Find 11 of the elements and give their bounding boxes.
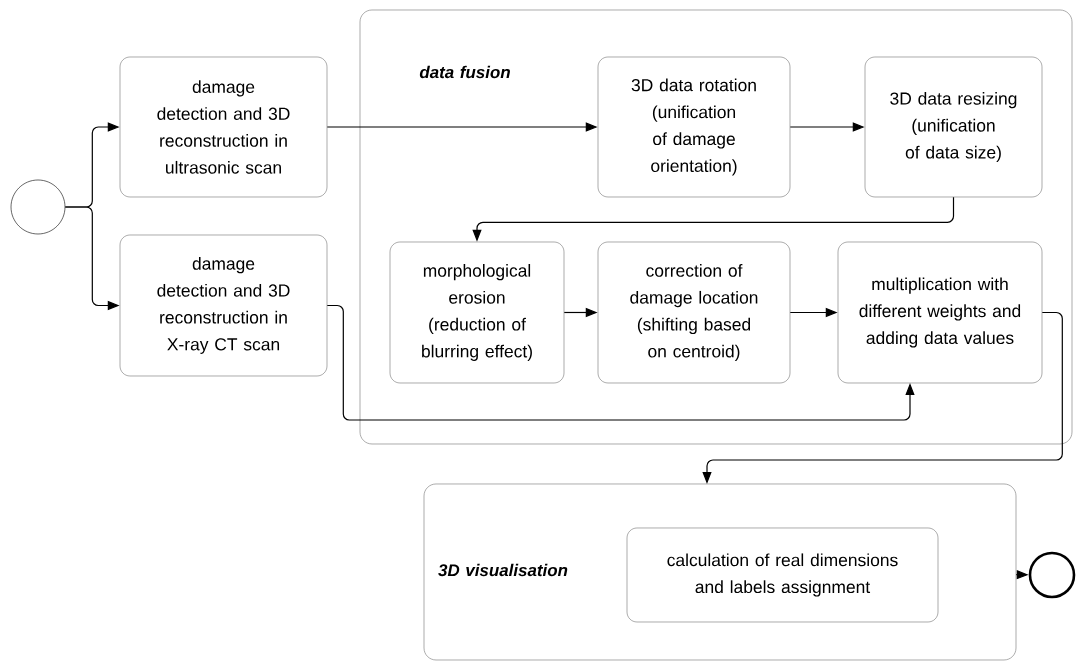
start-circle — [10, 179, 66, 235]
process-box: 3D data resizing (unification of data size) — [864, 56, 1043, 198]
process-box: calculation of real dimensions and labels assignment — [626, 527, 939, 623]
process-box: damage detection and 3D reconstruction in X-ray CT scan — [119, 234, 328, 377]
process-box: morphological erosion (reduction of blurring effect) — [389, 241, 565, 384]
end-circle — [1028, 551, 1076, 599]
process-box: damage detection and 3D reconstruction in ultrasonic scan — [119, 56, 328, 198]
process-box: 3D data rotation (unification of damage orientation) — [597, 56, 791, 198]
process-box: correction of damage location (shifting based on centroid) — [597, 241, 791, 384]
arrow — [326, 304, 915, 421]
process-box: multiplication with different weights and adding data values — [837, 241, 1043, 384]
